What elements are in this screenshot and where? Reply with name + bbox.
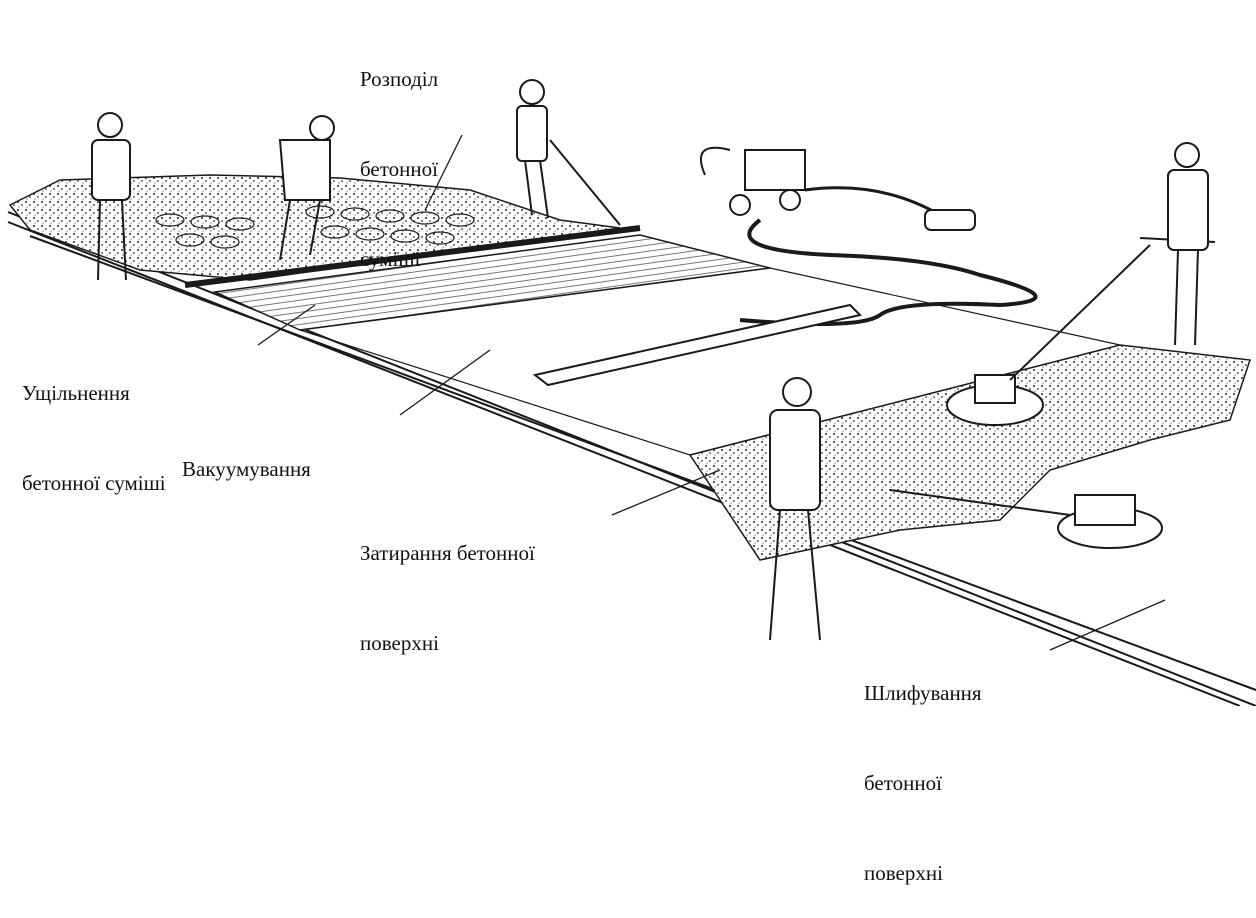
label-line: Вакуумування bbox=[182, 454, 311, 484]
label-vacuum-treatment: Вакуумування bbox=[182, 394, 311, 514]
label-line: бетонної bbox=[864, 768, 982, 798]
label-line: Шлифування bbox=[864, 678, 982, 708]
label-concrete-distribution: Розподіл бетонної суміші bbox=[360, 4, 438, 304]
vacuum-pump bbox=[701, 148, 975, 230]
label-line: Розподіл bbox=[360, 64, 438, 94]
label-surface-troweling: Затирання бетонної поверхні bbox=[360, 478, 535, 688]
label-line: поверхні bbox=[360, 628, 535, 658]
worker-power-trowel-2 bbox=[770, 378, 820, 640]
label-line: Ущільнення bbox=[22, 378, 166, 408]
label-line: суміші bbox=[360, 244, 438, 274]
concreting-process-illustration bbox=[0, 0, 1256, 706]
hand-float bbox=[535, 305, 860, 385]
label-line: бетонної bbox=[360, 154, 438, 184]
label-line: бетонної суміші bbox=[22, 468, 166, 498]
label-line: Затирання бетонної bbox=[360, 538, 535, 568]
worker-power-trowel-1 bbox=[1168, 143, 1208, 345]
label-line: поверхні bbox=[864, 858, 982, 888]
label-surface-grinding: Шлифування бетонної поверхні bbox=[858, 618, 988, 918]
label-concrete-compaction: Ущільнення бетонної суміші bbox=[22, 318, 166, 528]
worker-distribution-2 bbox=[517, 80, 620, 225]
vacuum-hose bbox=[740, 220, 1036, 324]
